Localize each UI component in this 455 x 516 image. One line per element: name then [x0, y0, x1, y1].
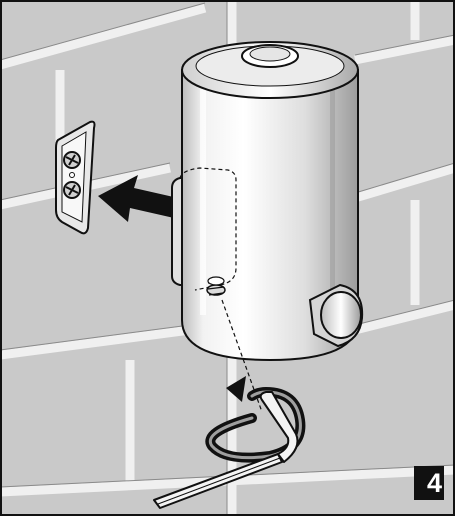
bracket-hole — [69, 172, 75, 178]
allen-key-icon — [153, 391, 299, 509]
arrow-icon — [98, 175, 178, 222]
screw-icon — [63, 151, 81, 169]
set-screw-icon — [206, 276, 226, 296]
wall-bracket — [55, 120, 96, 235]
dispenser — [171, 41, 364, 362]
step-number-badge: 4 — [414, 466, 444, 500]
push-button — [308, 283, 364, 348]
screw-icon — [63, 181, 81, 199]
